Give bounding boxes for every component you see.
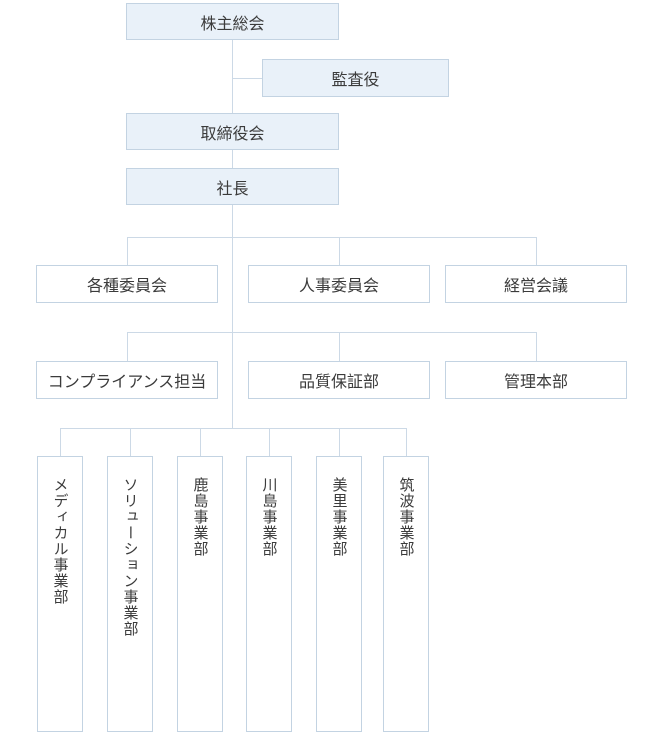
node-label: 取締役会: [200, 125, 265, 143]
node-division-solution: ソリューション事業部: [107, 456, 153, 732]
node-quality-assurance: 品質保証部: [248, 361, 430, 399]
node-label: 株主総会: [200, 15, 265, 33]
connector-drop-compliance: [127, 332, 128, 361]
connector-row1-rail: [127, 237, 536, 238]
node-shareholders-meeting: 株主総会: [126, 3, 339, 40]
node-management-meeting: 経営会議: [445, 265, 627, 303]
node-label: メディカル事業部: [51, 477, 69, 605]
node-division-misato: 美里事業部: [316, 456, 362, 732]
node-label: 美里事業部: [330, 477, 348, 557]
node-label: コンプライアンス担当: [47, 374, 207, 391]
node-label: 鹿島事業部: [191, 477, 209, 557]
connector-drop-division-1: [60, 428, 61, 456]
node-auditor: 監査役: [262, 59, 449, 97]
node-label: 経営会議: [503, 278, 568, 295]
node-label: 人事委員会: [298, 278, 379, 295]
connector-drop-hr-committee: [339, 237, 340, 265]
connector-branch-auditor: [232, 78, 262, 79]
node-division-tsukuba: 筑波事業部: [383, 456, 429, 732]
node-board-of-directors: 取締役会: [126, 113, 339, 150]
node-admin-hq: 管理本部: [445, 361, 627, 399]
connector-drop-division-5: [339, 428, 340, 456]
node-label: 筑波事業部: [397, 477, 415, 557]
node-label: ソリューション事業部: [121, 477, 139, 637]
connector-row2-rail: [127, 332, 536, 333]
node-label: 監査役: [331, 72, 380, 89]
node-various-committees: 各種委員会: [36, 265, 218, 303]
node-president: 社長: [126, 168, 339, 205]
connector-drop-management-meeting: [536, 237, 537, 265]
connector-drop-admin-hq: [536, 332, 537, 361]
node-label: 各種委員会: [86, 278, 167, 295]
node-label: 品質保証部: [298, 374, 379, 391]
connector-drop-division-4: [269, 428, 270, 456]
node-division-medical: メディカル事業部: [37, 456, 83, 732]
node-label: 管理本部: [503, 374, 568, 391]
node-compliance: コンプライアンス担当: [36, 361, 218, 399]
connector-trunk-board-president: [232, 150, 233, 168]
connector-drop-committees: [127, 237, 128, 265]
connector-drop-division-6: [406, 428, 407, 456]
connector-drop-division-2: [130, 428, 131, 456]
connector-trunk-president-down: [232, 205, 233, 428]
node-division-kashima: 鹿島事業部: [177, 456, 223, 732]
node-division-kawashima: 川島事業部: [246, 456, 292, 732]
node-label: 社長: [216, 180, 249, 198]
node-label: 川島事業部: [260, 477, 278, 557]
connector-drop-division-3: [200, 428, 201, 456]
connector-divisions-rail: [60, 428, 406, 429]
connector-drop-quality-assurance: [339, 332, 340, 361]
node-hr-committee: 人事委員会: [248, 265, 430, 303]
connector-trunk-shareholders-board: [232, 40, 233, 113]
